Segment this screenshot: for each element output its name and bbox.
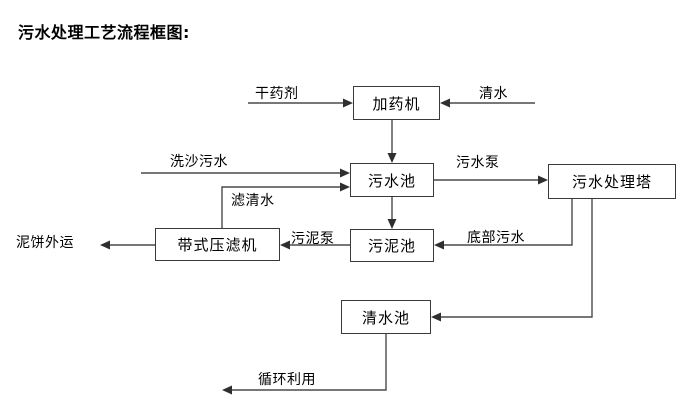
node-dosing-machine[interactable]: 加药机 bbox=[353, 86, 440, 120]
edge-dosing-to-sewage-pool bbox=[387, 120, 397, 163]
page-title: 污水处理工艺流程框图: bbox=[18, 23, 190, 42]
label-recycle-use: 循环利用 bbox=[258, 372, 316, 388]
node-belt-filter-press[interactable]: 带式压滤机 bbox=[155, 228, 280, 261]
label-sludge-pump: 污泥泵 bbox=[291, 231, 335, 247]
node-treatment-tower[interactable]: 污水处理塔 bbox=[548, 164, 676, 199]
label-mud-cake-transport: 泥饼外运 bbox=[16, 235, 74, 251]
label-clear-water: 清水 bbox=[479, 86, 508, 102]
node-label-sludge-pool: 污泥池 bbox=[367, 237, 416, 255]
label-dry-reagent: 干药剂 bbox=[255, 86, 299, 102]
label-sewage-pump: 污水泵 bbox=[456, 155, 500, 171]
node-label-dosing-machine: 加药机 bbox=[372, 94, 421, 113]
label-filtrate-water: 滤清水 bbox=[231, 193, 275, 209]
node-sludge-pool[interactable]: 污泥池 bbox=[350, 229, 434, 262]
edge-tower-to-clear-water-pool bbox=[431, 199, 593, 322]
label-sand-washing-sewage: 洗沙污水 bbox=[170, 154, 228, 170]
node-clear-water-pool[interactable]: 清水池 bbox=[341, 300, 431, 334]
edge-belt-filter-to-mud-cake bbox=[100, 240, 155, 250]
label-bottom-sewage: 底部污水 bbox=[467, 230, 525, 246]
node-label-clear-water-pool: 清水池 bbox=[361, 308, 410, 327]
edge-sewage-pump-to-tower bbox=[434, 175, 548, 185]
node-label-treatment-tower: 污水处理塔 bbox=[571, 173, 652, 191]
node-label-sewage-pool: 污水池 bbox=[367, 171, 416, 190]
node-label-belt-filter-press: 带式压滤机 bbox=[177, 236, 258, 254]
edge-sewage-pool-to-sludge-pool bbox=[387, 197, 397, 229]
node-sewage-pool[interactable]: 污水池 bbox=[350, 163, 434, 197]
